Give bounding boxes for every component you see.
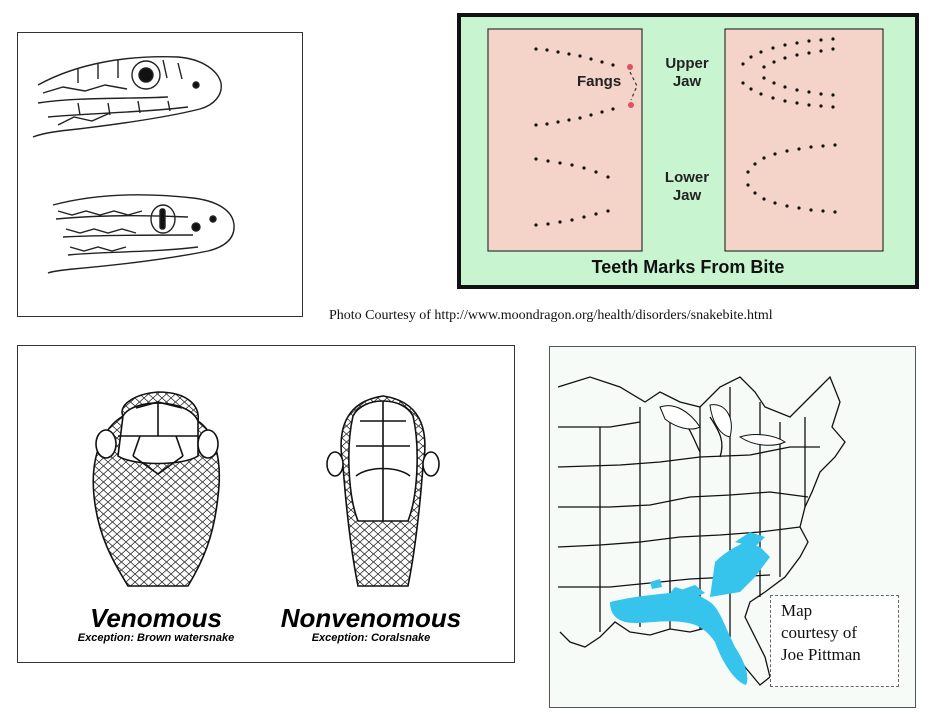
teeth-marks-panel: Fangs Upper Jaw Lower Jaw Teeth Marks Fr… bbox=[457, 13, 919, 289]
venomous-head-profile bbox=[47, 194, 235, 274]
venomous-teeth-dots bbox=[534, 47, 615, 227]
teeth-marks-title: Teeth Marks From Bite bbox=[591, 257, 785, 277]
venomous-head-top bbox=[92, 391, 221, 587]
fang-marks bbox=[627, 64, 638, 108]
nonvenomous-label: Nonvenomous bbox=[280, 603, 462, 633]
venomous-label: Venomous bbox=[90, 603, 222, 633]
state-outlines bbox=[557, 375, 846, 686]
head-top-view-illustration bbox=[92, 391, 440, 587]
map-credit-line-3: Joe Pittman bbox=[781, 645, 861, 664]
nonvenomous-bite-area bbox=[724, 28, 884, 252]
species-range bbox=[610, 532, 770, 685]
lower-jaw-label: Lower Jaw bbox=[664, 169, 710, 204]
range-map-panel: Map courtesy of Joe Pittman bbox=[549, 346, 916, 708]
fangs-label: Fangs bbox=[577, 73, 622, 90]
nonvenomous-head-profile bbox=[32, 56, 222, 138]
eastern-us-map bbox=[557, 375, 846, 686]
upper-jaw-label: Upper Jaw bbox=[665, 55, 709, 90]
venomous-comparison-panel: Venomous Exception: Brown watersnake Non… bbox=[17, 345, 515, 663]
snake-head-profiles-panel bbox=[17, 32, 303, 317]
nonvenomous-label-group: Nonvenomous Exception: Coralsnake bbox=[276, 604, 466, 644]
photo-credit: Photo Courtesy of http://www.moondragon.… bbox=[329, 308, 773, 323]
nonvenomous-teeth-dots bbox=[741, 37, 837, 214]
venomous-label-group: Venomous Exception: Brown watersnake bbox=[56, 604, 256, 644]
map-credit-box: Map courtesy of Joe Pittman bbox=[770, 595, 899, 687]
teeth-marks-diagram bbox=[487, 28, 884, 252]
map-credit-line-1: Map bbox=[781, 601, 813, 620]
venomous-bite-area bbox=[487, 28, 643, 252]
snake-heads-illustration bbox=[32, 56, 235, 274]
map-credit-line-2: courtesy of bbox=[781, 623, 858, 642]
venomous-exception: Exception: Brown watersnake bbox=[77, 632, 235, 644]
nonvenomous-head-top bbox=[326, 395, 440, 587]
nonvenomous-exception: Exception: Coralsnake bbox=[311, 632, 431, 644]
great-lakes bbox=[659, 404, 786, 446]
